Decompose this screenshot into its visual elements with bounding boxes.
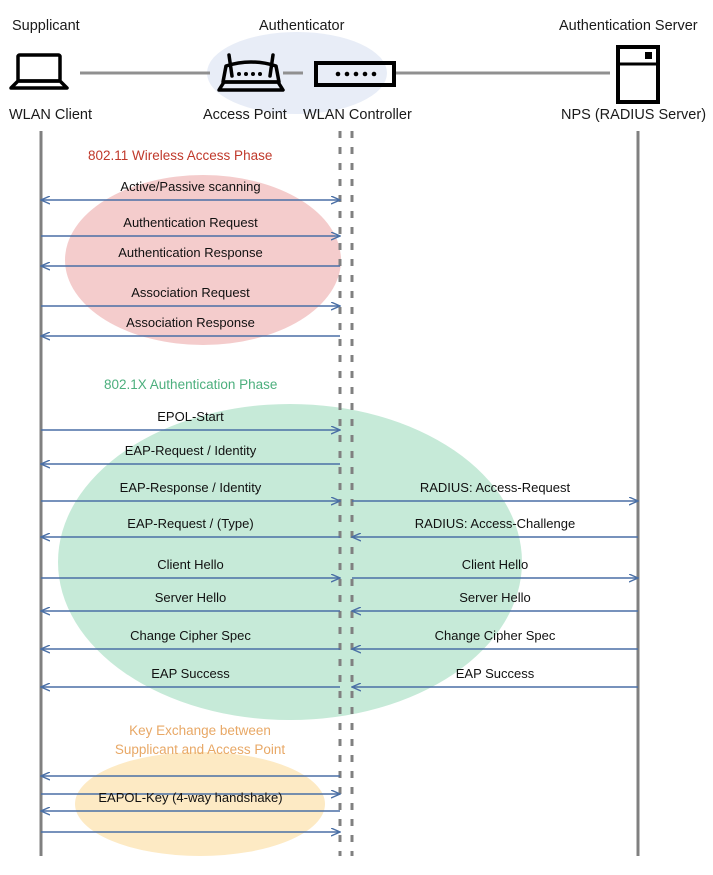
device-label-wlan-client: WLAN Client	[9, 107, 92, 123]
wlan-controller-icon	[314, 61, 396, 87]
phase-label-80211: 802.11 Wireless Access Phase	[88, 148, 273, 163]
role-label-auth-server: Authentication Server	[559, 18, 698, 34]
message-left-label: EAP-Request / (Type)	[127, 516, 254, 531]
server-icon	[616, 45, 660, 104]
right-message-arrows	[352, 501, 638, 687]
message-right-label: EAP Success	[455, 666, 535, 681]
access-point-icon	[217, 53, 285, 92]
message-left-label: EAP Success	[151, 666, 230, 681]
role-label-authenticator: Authenticator	[259, 18, 345, 34]
message-left-label: EAPOL-Key (4-way handshake)	[98, 790, 283, 805]
message-left-label: Server Hello	[154, 590, 227, 605]
left-message-arrows	[41, 200, 340, 832]
message-left-label: Active/Passive scanning	[120, 179, 261, 194]
phase-label-keyexchange-line2: Supplicant and Access Point	[114, 742, 286, 757]
message-right-label: RADIUS: Access-Request	[419, 480, 571, 495]
message-left-label: EPOL-Start	[157, 409, 224, 424]
message-left-label: Change Cipher Spec	[130, 628, 251, 643]
message-left-label: Authentication Request	[123, 215, 258, 230]
message-left-label: EAP-Request / Identity	[124, 443, 257, 458]
device-label-access-point: Access Point	[203, 107, 287, 123]
phase-80211-ellipse	[65, 175, 341, 345]
phase-label-8021x: 802.1X Authentication Phase	[104, 377, 278, 392]
message-left-label: Association Response	[126, 315, 255, 330]
message-left-label: Association Request	[131, 285, 250, 300]
message-right-label: Change Cipher Spec	[434, 628, 556, 643]
message-left-label: EAP-Response / Identity	[119, 480, 262, 495]
message-right-label: RADIUS: Access-Challenge	[414, 516, 576, 531]
message-right-label: Server Hello	[459, 590, 531, 605]
phase-keyexchange-ellipse	[75, 752, 325, 856]
phase-label-keyexchange: Key Exchange between Supplicant and Acce…	[100, 721, 300, 759]
device-label-wlan-controller: WLAN Controller	[303, 107, 412, 123]
device-label-nps: NPS (RADIUS Server)	[561, 107, 707, 123]
message-right-label: Client Hello	[461, 557, 529, 572]
phase-label-keyexchange-line1: Key Exchange between	[129, 723, 271, 738]
phase-8021x-ellipse	[58, 404, 522, 720]
message-left-label: Authentication Response	[118, 245, 263, 260]
message-left-label: Client Hello	[157, 557, 224, 572]
laptop-icon	[9, 53, 69, 90]
role-label-supplicant: Supplicant	[12, 18, 80, 34]
